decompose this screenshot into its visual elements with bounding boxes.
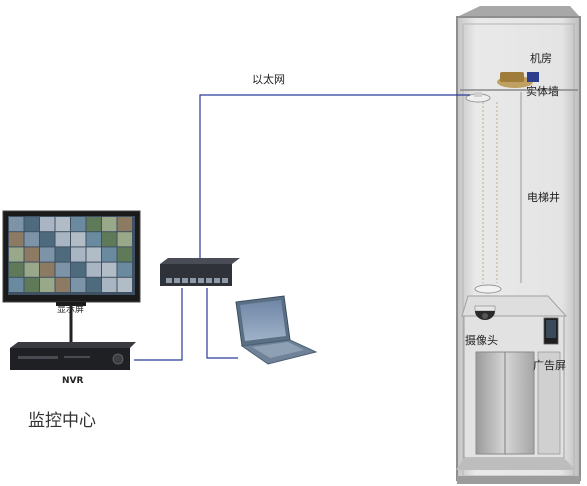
video-tile [71,247,86,262]
dome-camera-icon [474,305,496,320]
video-tile [71,232,86,247]
laptop-icon [235,295,318,365]
video-tile [71,277,86,292]
video-tile [9,277,24,292]
display-screen-label: 显示屏 [57,305,85,315]
travelling-cables [482,92,522,283]
video-tile [117,277,132,292]
video-tile [102,277,117,292]
ad-screen-label: 广告屏 [533,359,566,372]
video-tile [86,247,101,262]
ethernet-label: 以太网 [252,73,285,86]
video-tile [24,277,39,292]
video-tile [9,232,24,247]
video-tile [117,247,132,262]
video-tile [40,277,55,292]
camera-label: 摄像头 [465,334,498,347]
video-tile [55,217,70,232]
video-tile [55,262,70,277]
monitoring-center-label: 监控中心 [28,411,96,431]
video-tile [9,262,24,277]
video-tile [9,247,24,262]
video-tile [40,247,55,262]
video-tile [102,217,117,232]
video-tile [24,232,39,247]
video-tile [24,247,39,262]
video-tile [40,262,55,277]
solid-wall-label: 实体墙 [526,85,559,98]
video-tile [55,232,70,247]
video-tile [86,217,101,232]
video-tile [9,217,24,232]
video-tile [71,217,86,232]
bridge-antenna-icon [465,92,491,103]
machine-room-label: 机房 [530,52,552,65]
video-tile [71,262,86,277]
video-tile [117,232,132,247]
nvr-label: NVR [62,376,84,386]
car-antenna-icon [474,284,502,294]
video-tile [86,277,101,292]
elevator-shaft-label: 电梯井 [527,191,560,204]
monitor-icon [2,210,141,306]
video-tile [102,247,117,262]
machine-room-equipment [460,72,578,91]
video-tile [55,247,70,262]
video-tile [40,217,55,232]
ad-screen-icon [543,317,559,345]
video-tile [102,262,117,277]
video-tile [40,232,55,247]
video-tile [55,277,70,292]
video-tile [24,217,39,232]
nvr-icon [10,342,136,370]
video-tile [86,262,101,277]
video-tile [86,232,101,247]
video-tile [24,262,39,277]
video-tile [117,217,132,232]
switch-icon [160,258,240,286]
video-tile [117,262,132,277]
video-tile [102,232,117,247]
ethernet-cable [134,94,470,361]
